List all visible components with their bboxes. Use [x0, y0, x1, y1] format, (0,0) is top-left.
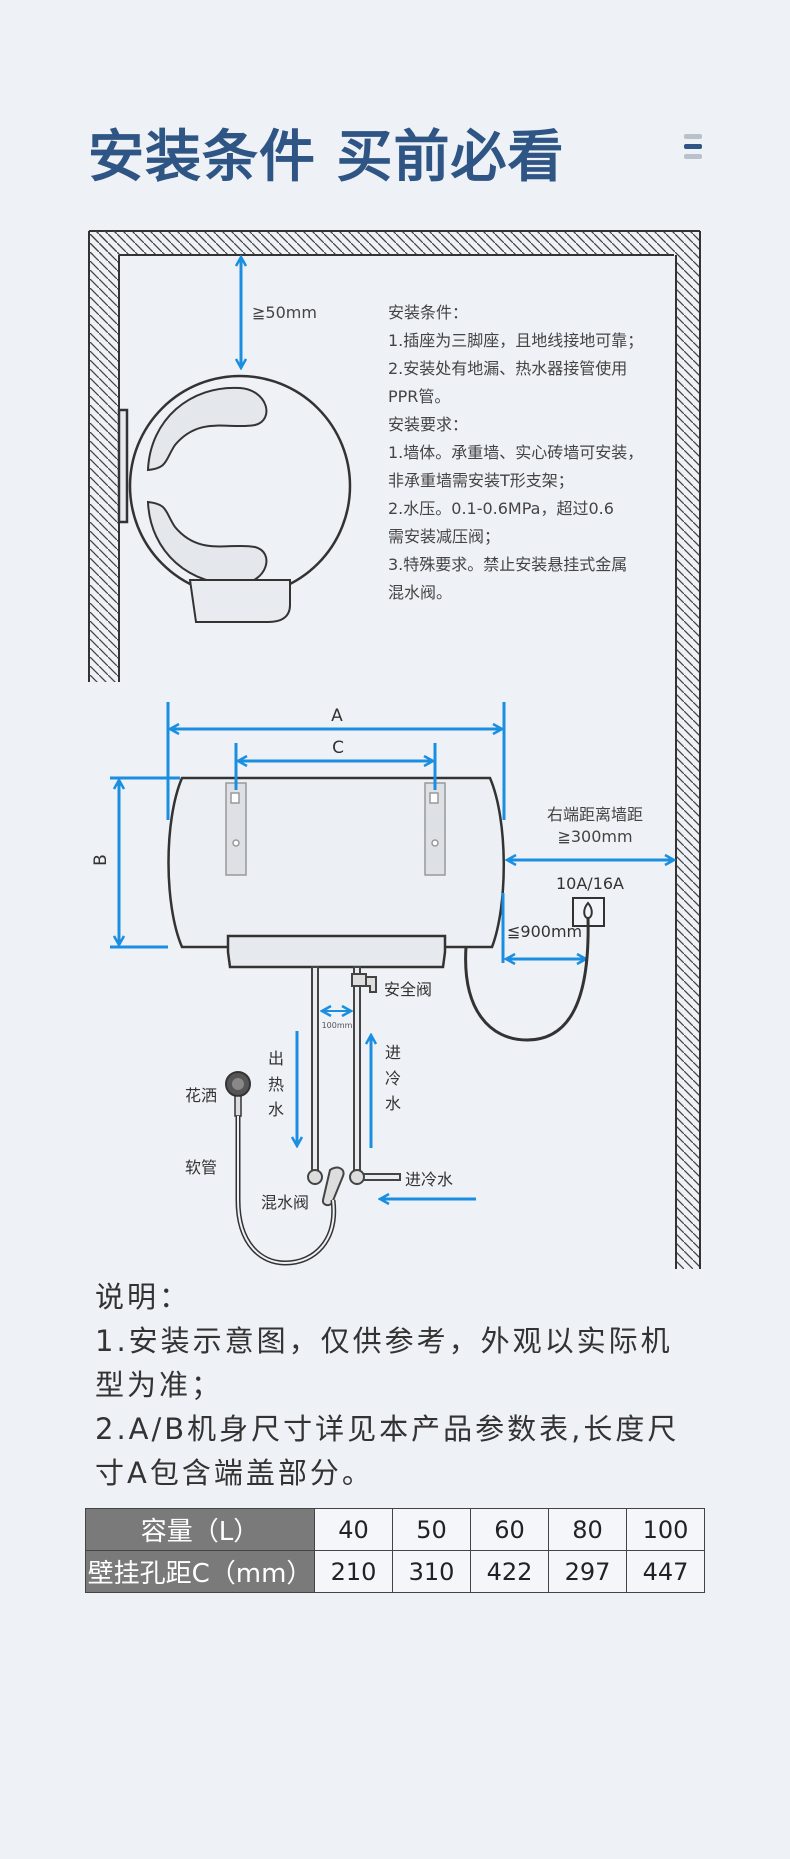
- svg-text:需安装减压阀；: 需安装减压阀；: [388, 527, 500, 546]
- page-title: 安装条件 买前必看: [88, 125, 565, 190]
- table-cell: 210: [314, 1550, 393, 1593]
- spec-table: 容量（L） 40 50 60 80 100 壁挂孔距C（mm） 210 310 …: [85, 1508, 705, 1593]
- shower-head-icon: [225, 1071, 251, 1117]
- heater-side-view: [117, 374, 352, 623]
- right-gap-label: 右端距离墙距: [547, 805, 643, 824]
- notes: 说明： 1.安装示意图，仅供参考，外观以实际机 型为准； 2.A/B机身尺寸详见…: [95, 1275, 679, 1495]
- hot-water-out-label: 出 热 水: [268, 1049, 284, 1119]
- svg-text:2.安装处有地漏、热水器接管使用: 2.安装处有地漏、热水器接管使用: [388, 359, 627, 378]
- svg-text:进: 进: [385, 1043, 401, 1062]
- notes-heading: 说明：: [95, 1280, 192, 1314]
- note-line: 2.A/B机身尺寸详见本产品参数表,长度尺: [95, 1412, 680, 1446]
- table-cell: 60: [470, 1508, 549, 1551]
- svg-text:安装要求：: 安装要求：: [388, 415, 468, 434]
- socket-distance-label: ≦900mm: [507, 922, 582, 941]
- right-gap-value: ≧300mm: [557, 827, 632, 846]
- svg-text:水: 水: [268, 1100, 284, 1119]
- install-conditions: 安装条件： 1.插座为三脚座，且地线接地可靠； 2.安装处有地漏、热水器接管使用…: [388, 303, 643, 602]
- svg-text:混水阀。: 混水阀。: [388, 583, 452, 602]
- power-cord: [464, 917, 590, 1042]
- shower-label: 花洒: [185, 1086, 217, 1105]
- row-header-capacity: 容量（L）: [85, 1508, 315, 1551]
- svg-text:安装条件：: 安装条件：: [388, 303, 468, 322]
- note-line: 型为准；: [95, 1368, 224, 1402]
- safety-valve-label: 安全阀: [384, 980, 432, 999]
- svg-text:1.墙体。承重墙、实心砖墙可安装，: 1.墙体。承重墙、实心砖墙可安装，: [388, 443, 643, 462]
- dim-a-label: A: [331, 706, 343, 726]
- mounting-bracket-right: [424, 782, 446, 876]
- pipe-spacing-label: 100mm: [322, 1021, 353, 1030]
- wall-ceiling: [89, 230, 700, 256]
- socket-rating: 10A/16A: [556, 874, 624, 893]
- wall-right: [675, 231, 701, 1269]
- wall-left: [88, 231, 120, 682]
- shower-hose: [235, 1116, 337, 1266]
- note-line: 1.安装示意图，仅供参考，外观以实际机: [95, 1324, 673, 1358]
- svg-text:PPR管。: PPR管。: [388, 387, 450, 406]
- svg-text:1.插座为三脚座，且地线接地可靠；: 1.插座为三脚座，且地线接地可靠；: [388, 331, 643, 350]
- heater-front-view: [167, 776, 505, 969]
- svg-text:热: 热: [268, 1075, 284, 1094]
- svg-text:3.特殊要求。禁止安装悬挂式金属: 3.特殊要求。禁止安装悬挂式金属: [388, 555, 627, 574]
- top-gap-label: ≧50mm: [252, 303, 317, 322]
- table-cell: 310: [392, 1550, 471, 1593]
- table-row: 壁挂孔距C（mm） 210 310 422 297 447: [85, 1550, 705, 1593]
- cold-water-in-label: 进冷水: [405, 1170, 453, 1189]
- row-header-hole-spacing: 壁挂孔距C（mm）: [85, 1550, 315, 1593]
- svg-text:水: 水: [385, 1094, 401, 1113]
- mixer-handle: [321, 1166, 345, 1207]
- cold-water-in-vertical-label: 进 冷 水: [385, 1043, 401, 1113]
- water-pipes: [307, 966, 401, 1207]
- dim-c-label: C: [332, 738, 344, 758]
- svg-text:非承重墙需安装T形支架；: 非承重墙需安装T形支架；: [388, 471, 574, 490]
- mixer-label: 混水阀: [261, 1193, 309, 1212]
- svg-text:出: 出: [268, 1049, 284, 1068]
- table-cell: 447: [626, 1550, 705, 1593]
- dimension-lines: [110, 702, 674, 1199]
- table-cell: 40: [314, 1508, 393, 1551]
- mounting-bracket-left: [225, 782, 247, 876]
- table-cell: 50: [392, 1508, 471, 1551]
- table-cell: 100: [626, 1508, 705, 1551]
- table-cell: 80: [548, 1508, 627, 1551]
- table-row: 容量（L） 40 50 60 80 100: [85, 1508, 705, 1551]
- menu-icon[interactable]: [684, 134, 702, 164]
- note-line: 寸A包含端盖部分。: [95, 1456, 374, 1490]
- hose-label: 软管: [185, 1158, 217, 1177]
- svg-text:2.水压。0.1-0.6MPa，超过0.6: 2.水压。0.1-0.6MPa，超过0.6: [388, 499, 614, 518]
- table-cell: 297: [548, 1550, 627, 1593]
- dim-b-label: B: [91, 854, 111, 866]
- table-cell: 422: [470, 1550, 549, 1593]
- svg-text:冷: 冷: [385, 1069, 401, 1088]
